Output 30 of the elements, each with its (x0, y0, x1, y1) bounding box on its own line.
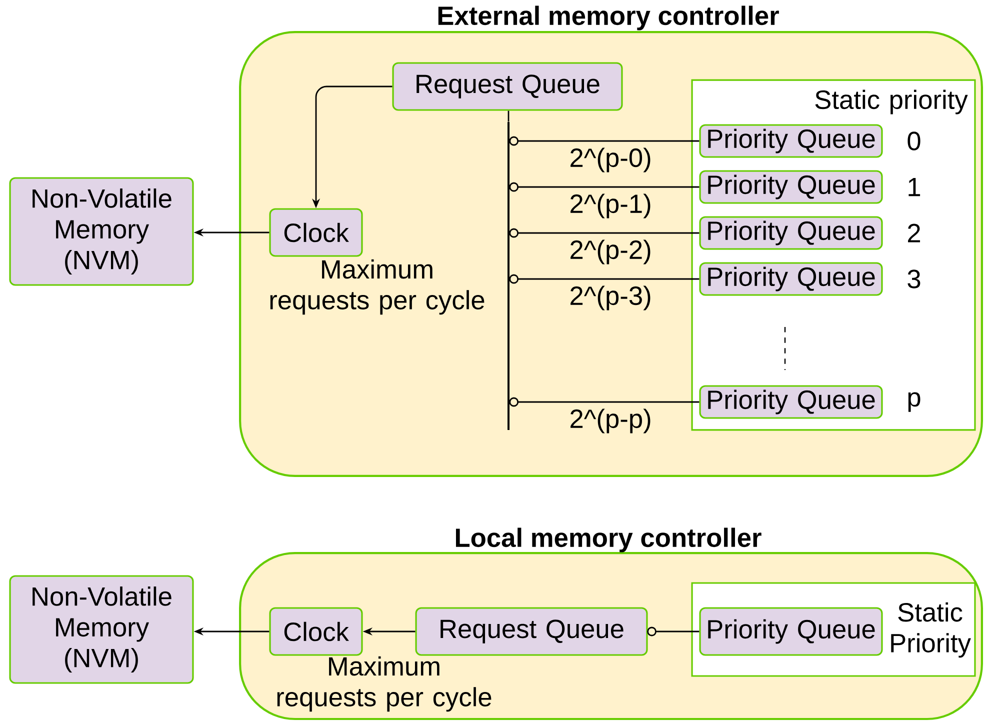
queue-box: Request Queue (415, 607, 648, 656)
panel-title: Local memory controller (456, 528, 762, 552)
priority-number: 2 (908, 224, 920, 242)
priority-number: 3 (908, 270, 920, 288)
queue-box: Clock (269, 607, 363, 656)
priority-number: p (908, 392, 920, 412)
queue-box: Non-Volatile Memory (NVM) (9, 575, 194, 684)
edge-label: 2^(p-2) (567, 238, 654, 266)
queue-box: Clock (269, 208, 363, 257)
edge-label: 2^(p-1) (567, 192, 654, 220)
queue-box: Priority Queue (699, 124, 883, 158)
panel-label: Static Priority (891, 602, 971, 658)
queue-box: Priority Queue (699, 607, 883, 656)
queue-box: Priority Queue (699, 385, 883, 419)
connector (508, 110, 510, 122)
note-text: Maximum requests per cycle (270, 259, 484, 315)
priority-number: 1 (908, 178, 920, 196)
bus-line (508, 122, 510, 430)
queue-box: Priority Queue (699, 216, 883, 250)
panel-label: Static priority (815, 90, 968, 114)
edge-label: 2^(p-0) (567, 146, 654, 174)
queue-box: Priority Queue (699, 262, 883, 296)
queue-box: Non-Volatile Memory (NVM) (9, 177, 194, 286)
edge-label: 2^(p-3) (567, 284, 654, 312)
queue-box: Priority Queue (699, 170, 883, 204)
queue-box: Request Queue (392, 62, 623, 111)
priority-number: 0 (908, 132, 920, 150)
note-text: Maximum requests per cycle (277, 656, 492, 712)
panel-title: External memory controller (438, 6, 779, 30)
edge-label: 2^(p-p) (567, 406, 654, 436)
